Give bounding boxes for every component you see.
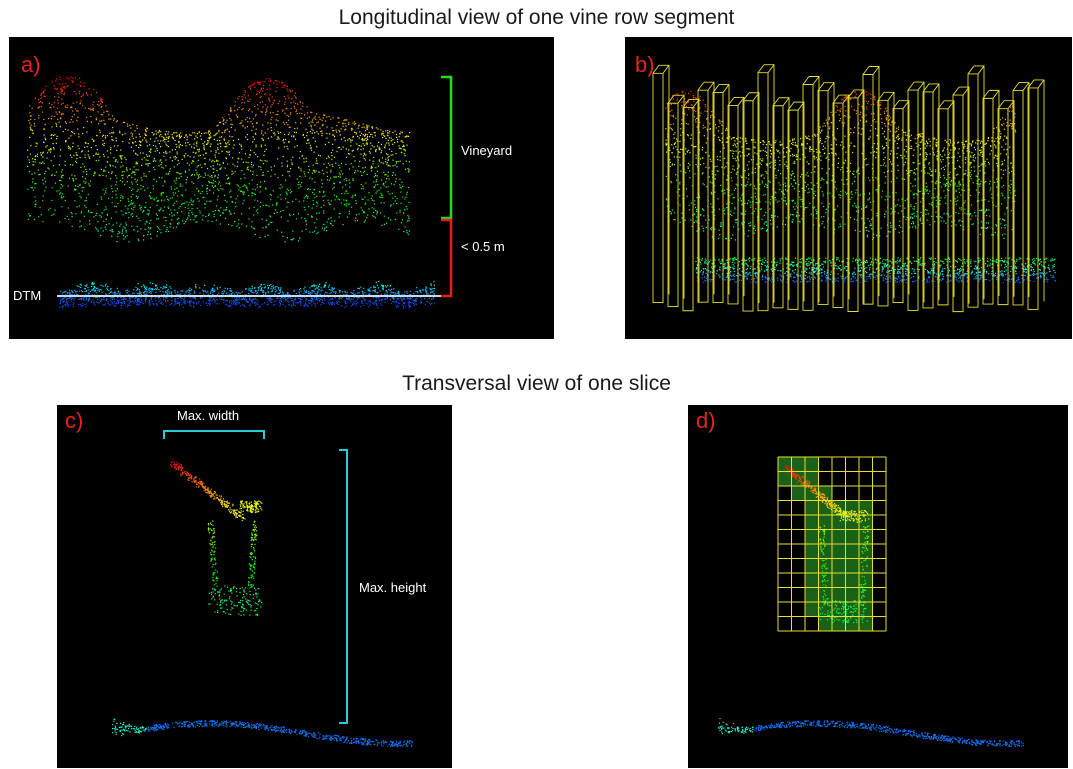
vineyard-label: Vineyard [461, 143, 513, 158]
panel-b-voxelized-segment [652, 64, 1057, 313]
ground-points [695, 257, 1057, 284]
max-width-bracket [163, 430, 265, 439]
panel-d: d) [688, 405, 1068, 768]
vineyard-bracket [441, 75, 453, 220]
slice-canopy-points [170, 461, 263, 617]
panel-a-label: a) [21, 52, 41, 77]
max-height-bracket [339, 449, 348, 724]
panel-b-label: b) [635, 52, 655, 77]
vineyard-canopy-points [665, 89, 1017, 241]
bottom-heading: Transversal view of one slice [402, 372, 671, 395]
vineyard-canopy-points [27, 76, 411, 243]
panel-b: b) [625, 37, 1072, 339]
dtm-label: DTM [13, 288, 42, 303]
slice-ground-points [112, 718, 413, 748]
height-threshold-label: < 0.5 m [461, 239, 505, 254]
panel-a: a) Vineyard < 0.5 m DTM [9, 37, 554, 339]
voxel-slice-boxes [652, 64, 1045, 313]
panel-a-pointcloud [27, 75, 453, 309]
panel-c-label: c) [65, 408, 84, 433]
slice-ground-points [718, 718, 1024, 748]
panel-c: c) Max. width Max. height [57, 405, 452, 768]
voxel-grid [777, 456, 887, 632]
panel-d-voxel-grid [718, 456, 1024, 748]
ground-points [59, 280, 436, 309]
height-threshold-bracket [441, 218, 453, 298]
max-height-label: Max. height [359, 580, 427, 595]
occupied-voxels [778, 457, 873, 631]
panel-c-slice [112, 430, 413, 748]
max-width-label: Max. width [177, 408, 240, 423]
panel-d-label: d) [696, 408, 716, 433]
top-heading: Longitudinal view of one vine row segmen… [338, 6, 735, 29]
